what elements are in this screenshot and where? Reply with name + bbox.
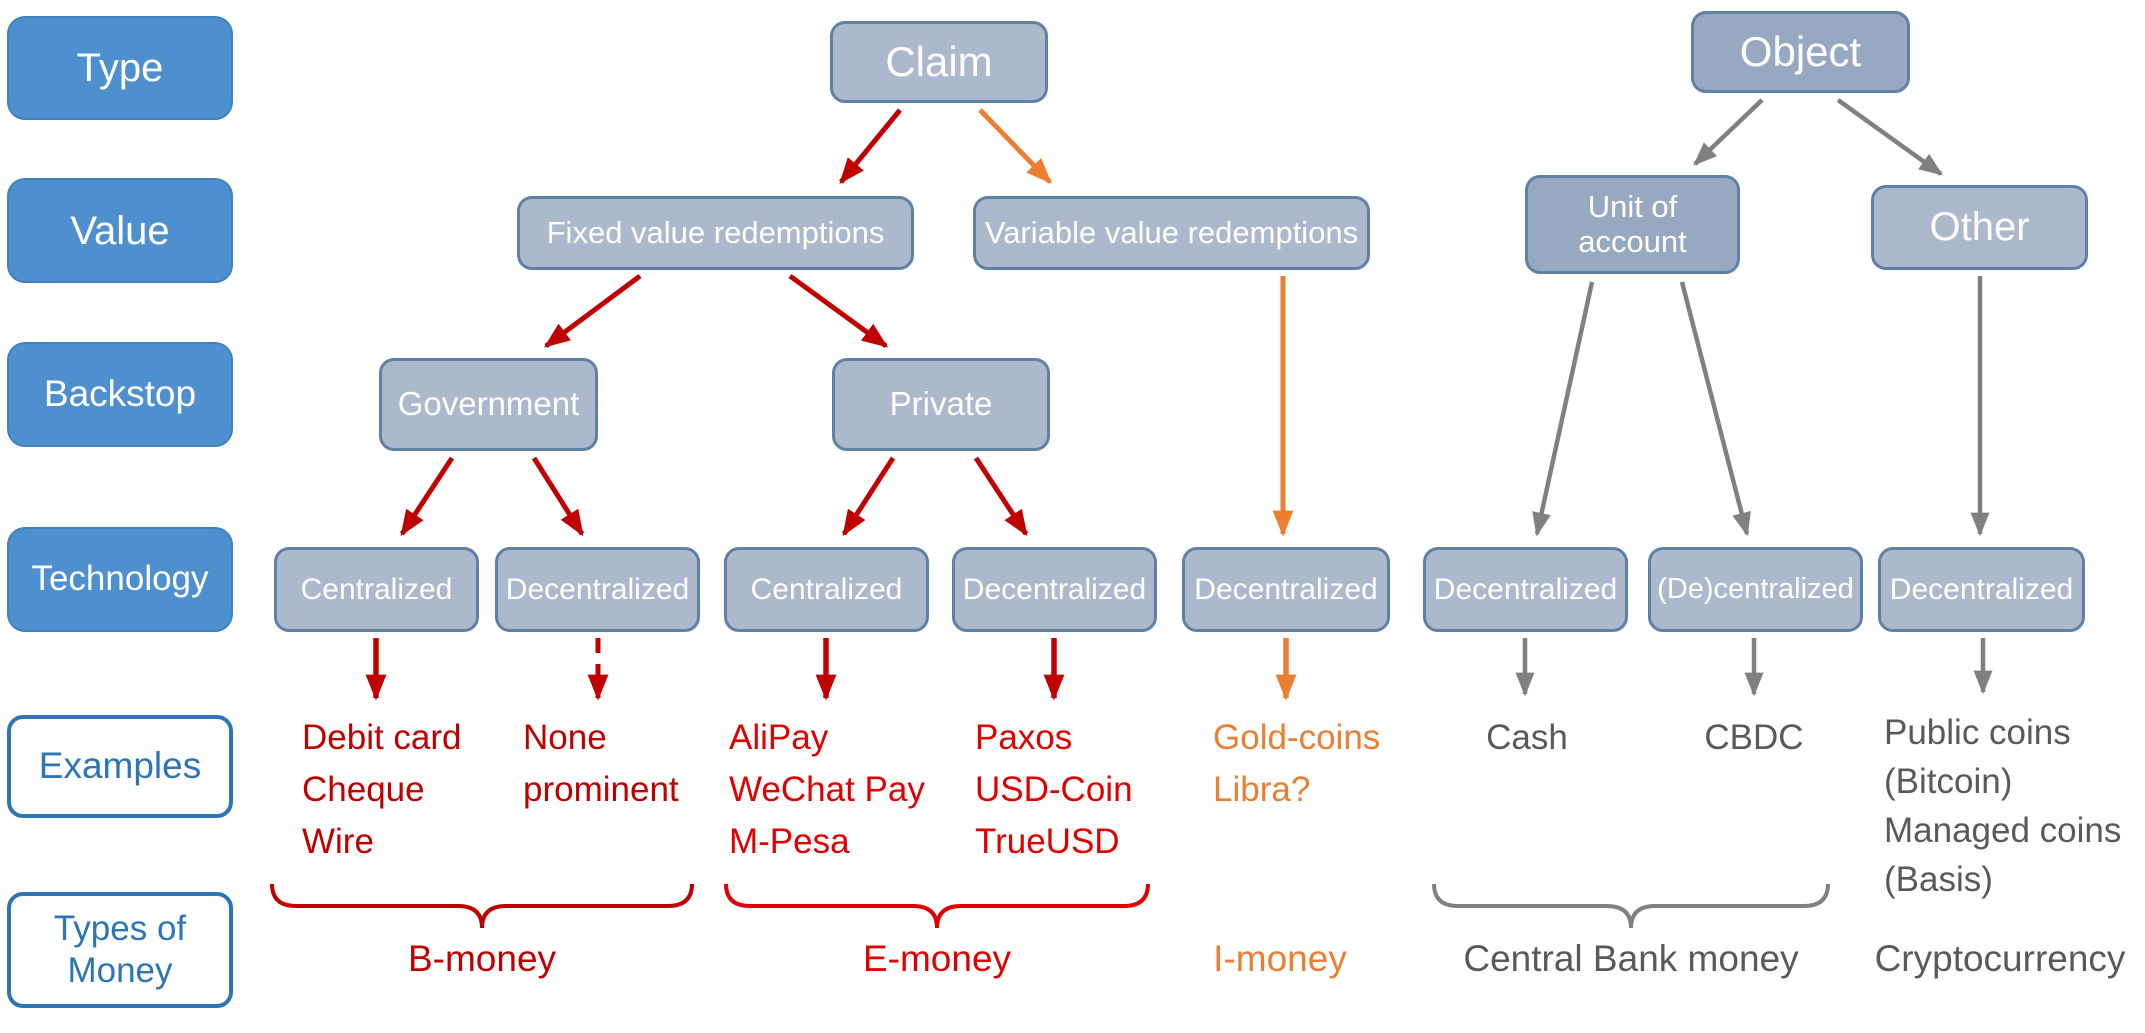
node-uoa-decentralized: Decentralized — [1423, 547, 1628, 632]
row-label-examples: Examples — [7, 715, 233, 818]
example-line: Libra? — [1213, 770, 1311, 809]
node-object: Object — [1691, 11, 1910, 93]
arrow-unit-to-de-centralized — [1679, 281, 1751, 537]
node-unit-of-account: Unit of account — [1525, 175, 1740, 274]
node-gov-decentralized: Decentralized — [495, 547, 700, 632]
node-variable-value-redemptions: Variable value redemptions — [973, 196, 1370, 270]
example-line: Public coins — [1884, 713, 2071, 752]
money-type-b-money: B-money — [407, 938, 557, 979]
node-government: Government — [379, 358, 598, 451]
arrow-government-to-decentralized — [531, 456, 585, 537]
arrow-claim-to-fixed — [839, 108, 902, 185]
node-claim: Claim — [830, 21, 1048, 103]
node-variable-decentralized: Decentralized — [1182, 547, 1390, 632]
brace-e-money — [724, 883, 1150, 929]
money-type-e-money: E-money — [862, 938, 1012, 979]
row-label-technology: Technology — [7, 527, 233, 632]
example-line: (Basis) — [1884, 860, 1993, 899]
node-other: Other — [1871, 185, 2088, 270]
example-line: Paxos — [975, 718, 1073, 757]
arrow-fixed-to-private — [788, 273, 889, 349]
node-gov-centralized: Centralized — [274, 547, 479, 632]
example-line: TrueUSD — [975, 822, 1120, 861]
arrow-government-to-centralized — [399, 456, 455, 537]
arrow-object-to-unit-of-account — [1693, 98, 1764, 166]
example-line: USD-Coin — [975, 770, 1133, 809]
examples-gov-decentralized: None prominent — [523, 712, 679, 816]
brace-central-bank-money — [1432, 883, 1830, 929]
examples-variable-decentralized: Gold-coins Libra? — [1213, 712, 1380, 816]
row-label-types-of-money: Types of Money — [7, 892, 233, 1008]
examples-priv-centralized: AliPay WeChat Pay M-Pesa — [729, 712, 925, 868]
example-line: Cheque — [302, 770, 425, 809]
arrow-claim-to-variable — [978, 108, 1052, 184]
money-type-i-money: I-money — [1213, 938, 1347, 979]
example-line: (Bitcoin) — [1884, 762, 2013, 801]
examples-gov-centralized: Debit card Cheque Wire — [302, 712, 462, 868]
example-line: Gold-coins — [1213, 718, 1381, 757]
examples-priv-decentralized: Paxos USD-Coin TrueUSD — [975, 712, 1133, 868]
example-line: Debit card — [302, 718, 462, 757]
examples-cbdc: CBDC — [1704, 712, 1803, 764]
example-line: M-Pesa — [729, 822, 850, 861]
node-private: Private — [832, 358, 1050, 451]
example-line: WeChat Pay — [729, 770, 925, 809]
row-label-value: Value — [7, 178, 233, 283]
node-other-decentralized: Decentralized — [1878, 547, 2085, 632]
arrow-fixed-to-government — [543, 273, 642, 349]
row-label-backstop: Backstop — [7, 342, 233, 447]
example-line: Wire — [302, 822, 374, 861]
example-line: Managed coins — [1884, 811, 2122, 850]
node-priv-decentralized: Decentralized — [952, 547, 1157, 632]
arrow-object-to-other — [1836, 98, 1943, 176]
examples-cash: Cash — [1486, 712, 1568, 764]
arrow-private-to-centralized — [841, 456, 896, 537]
examples-other-decentralized: Public coins (Bitcoin) Managed coins (Ba… — [1884, 708, 2121, 904]
node-uoa-de-centralized: (De)centralized — [1648, 547, 1863, 632]
example-line: prominent — [523, 770, 679, 809]
brace-b-money — [270, 883, 694, 929]
example-line: None — [523, 718, 607, 757]
arrow-private-to-decentralized — [973, 456, 1029, 537]
row-label-type: Type — [7, 16, 233, 120]
node-fixed-value-redemptions: Fixed value redemptions — [517, 196, 914, 270]
node-priv-centralized: Centralized — [724, 547, 929, 632]
example-line: AliPay — [729, 718, 829, 757]
money-type-central-bank-money: Central Bank money — [1463, 938, 1799, 979]
arrow-unit-to-decentralized — [1532, 281, 1595, 537]
example-line: Cash — [1486, 718, 1568, 757]
example-line: CBDC — [1704, 718, 1804, 757]
money-type-cryptocurrency: Cryptocurrency — [1874, 938, 2126, 979]
